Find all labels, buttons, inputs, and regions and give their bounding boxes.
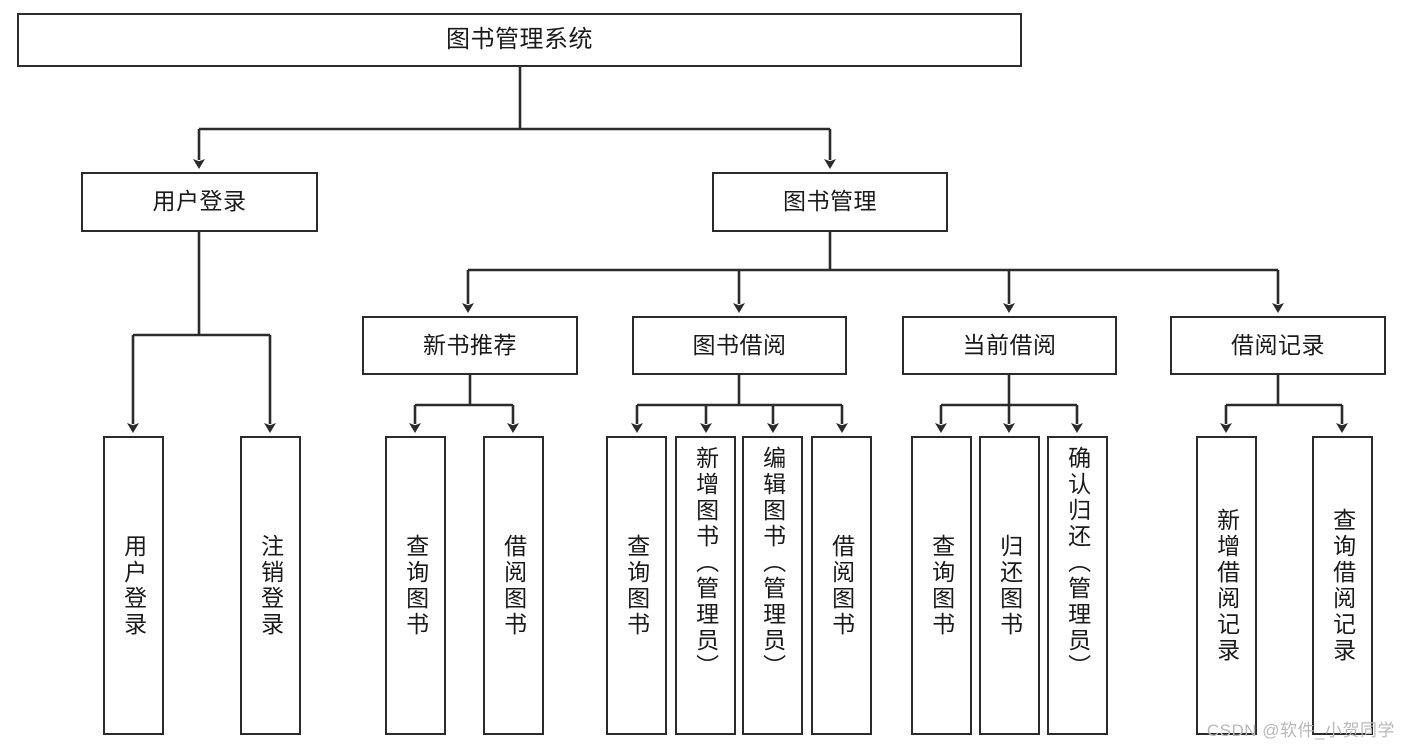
node-current-borrow[interactable]: 当前借阅: [902, 316, 1117, 375]
node-user-login-label: 用户登录: [152, 188, 247, 215]
leaf-logout-label: 注销登录: [257, 533, 284, 638]
leaf-edit-book-admin[interactable]: 编辑图书（管理员）: [742, 436, 803, 735]
leaf-query-borrow-record[interactable]: 查询借阅记录: [1312, 436, 1373, 735]
leaf-query-book-current-label: 查询图书: [928, 533, 955, 638]
leaf-add-book-admin[interactable]: 新增图书（管理员）: [675, 436, 736, 735]
node-new-book-recommend[interactable]: 新书推荐: [362, 316, 578, 375]
leaf-query-book-borrow[interactable]: 查询图书: [606, 436, 667, 735]
leaf-query-book-current[interactable]: 查询图书: [911, 436, 972, 735]
leaf-borrow-book[interactable]: 借阅图书: [811, 436, 872, 735]
leaf-confirm-return-admin[interactable]: 确认归还（管理员）: [1047, 436, 1108, 735]
leaf-return-book-label: 归还图书: [996, 533, 1023, 638]
leaf-query-book-borrow-label: 查询图书: [623, 533, 650, 638]
leaf-query-borrow-record-label: 查询借阅记录: [1329, 507, 1356, 664]
leaf-query-book-recommend[interactable]: 查询图书: [385, 436, 446, 735]
leaf-borrow-book-label: 借阅图书: [828, 533, 855, 638]
leaf-confirm-return-admin-label: 确认归还（管理员）: [1064, 446, 1091, 680]
leaf-borrow-book-recommend[interactable]: 借阅图书: [483, 436, 544, 735]
leaf-edit-book-admin-label: 编辑图书（管理员）: [759, 446, 786, 680]
leaf-query-book-recommend-label: 查询图书: [402, 533, 429, 638]
leaf-return-book[interactable]: 归还图书: [979, 436, 1040, 735]
node-borrow-record[interactable]: 借阅记录: [1170, 316, 1386, 375]
watermark: CSDN @软件_小贺同学: [1206, 721, 1395, 740]
node-user-login[interactable]: 用户登录: [81, 172, 318, 232]
leaf-add-book-admin-label: 新增图书（管理员）: [692, 446, 719, 680]
node-current-borrow-label: 当前借阅: [962, 331, 1057, 358]
leaf-borrow-book-recommend-label: 借阅图书: [500, 533, 527, 638]
node-new-book-recommend-label: 新书推荐: [423, 331, 517, 358]
leaf-logout[interactable]: 注销登录: [240, 436, 301, 735]
node-book-borrow-label: 图书借阅: [692, 331, 787, 358]
leaf-user-login[interactable]: 用户登录: [103, 436, 164, 735]
node-borrow-record-label: 借阅记录: [1231, 331, 1325, 358]
leaf-user-login-label: 用户登录: [120, 533, 147, 638]
node-root[interactable]: 图书管理系统: [17, 13, 1022, 67]
leaf-add-borrow-record[interactable]: 新增借阅记录: [1196, 436, 1257, 735]
leaf-add-borrow-record-label: 新增借阅记录: [1213, 507, 1240, 664]
node-book-management[interactable]: 图书管理: [712, 172, 948, 232]
node-book-management-label: 图书管理: [783, 188, 877, 215]
node-book-borrow[interactable]: 图书借阅: [632, 316, 847, 375]
node-root-label: 图书管理系统: [446, 25, 593, 53]
